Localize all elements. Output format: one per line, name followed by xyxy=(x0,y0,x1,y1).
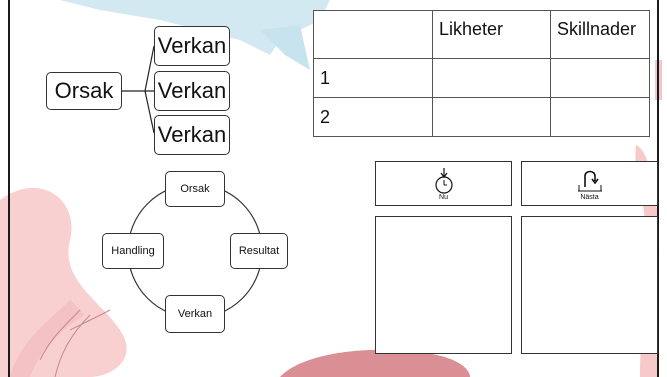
tree-effect-3: Verkan xyxy=(154,115,230,155)
table-header-cell: Skillnader xyxy=(550,10,650,59)
table-row: 1 xyxy=(313,58,650,98)
now-header-panel: Nu xyxy=(375,161,512,206)
cycle-node-bottom: Verkan xyxy=(165,295,225,333)
comparison-table: Likheter Skillnader 1 2 xyxy=(313,10,650,137)
table-header-row: Likheter Skillnader xyxy=(313,10,650,59)
cycle-node-right: Resultat xyxy=(230,233,288,269)
slide-frame xyxy=(8,0,659,377)
table-cell xyxy=(432,97,551,137)
tree-effect-2: Verkan xyxy=(154,71,230,111)
tree-root-cause: Orsak xyxy=(46,72,122,110)
next-label: Nästa xyxy=(580,194,599,201)
table-cell xyxy=(550,97,650,137)
next-content-panel xyxy=(521,216,658,354)
table-header-cell: Likheter xyxy=(432,10,551,59)
next-header-panel: Nästa xyxy=(521,161,658,206)
next-step-icon xyxy=(577,170,602,192)
table-row: 2 xyxy=(313,97,650,137)
cycle-node-top: Orsak xyxy=(165,171,225,207)
table-cell: 2 xyxy=(313,97,433,137)
now-label: Nu xyxy=(439,194,448,201)
table-cell xyxy=(550,58,650,98)
cycle-node-left: Handling xyxy=(102,233,164,269)
now-content-panel xyxy=(375,216,512,354)
table-header-cell xyxy=(313,10,433,59)
table-cell: 1 xyxy=(313,58,433,98)
stopwatch-icon xyxy=(434,168,453,194)
table-cell xyxy=(432,58,551,98)
tree-effect-1: Verkan xyxy=(154,26,230,66)
